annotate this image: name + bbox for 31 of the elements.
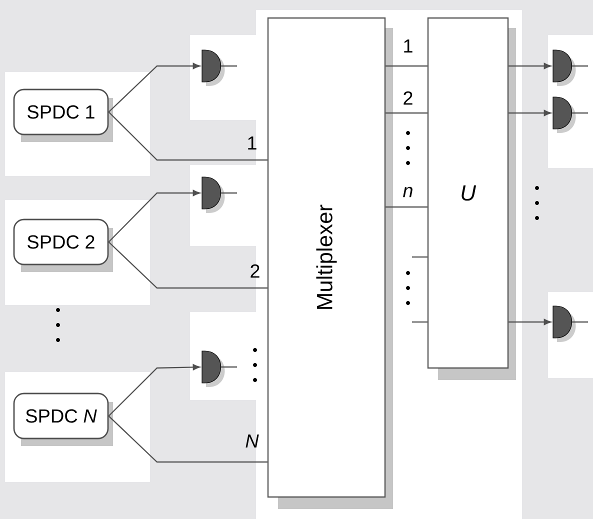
connector-line xyxy=(412,321,428,323)
detector-symbol xyxy=(552,306,588,342)
detector-symbol xyxy=(202,50,237,86)
detector-symbol xyxy=(552,96,588,133)
connector-line xyxy=(108,112,268,161)
connector-line xyxy=(386,65,428,67)
arrow xyxy=(508,318,552,326)
arrow xyxy=(508,62,552,70)
source-box: SPDC 2 xyxy=(13,218,113,272)
detector-symbol xyxy=(202,350,237,387)
multiplexer-box: Multiplexer xyxy=(267,17,393,509)
arrow xyxy=(108,190,200,242)
arrow xyxy=(508,110,552,116)
connector-line xyxy=(386,206,428,208)
edge-label: 2 xyxy=(404,91,412,105)
connector-line xyxy=(412,256,428,258)
connector-line xyxy=(386,112,428,114)
edge-label: 2 xyxy=(250,264,260,278)
source-box: SPDC N xyxy=(13,392,113,446)
edge-label: 1 xyxy=(248,136,256,150)
detector-symbol xyxy=(202,176,237,213)
edge-label: N xyxy=(246,434,259,448)
source-box: SPDC 1 xyxy=(13,88,113,142)
detector-symbol xyxy=(552,50,588,86)
connector-line xyxy=(108,416,268,463)
edge-label: n xyxy=(403,186,412,198)
unitary-box: U xyxy=(427,17,516,380)
arrow xyxy=(108,62,200,112)
arrow xyxy=(108,364,200,416)
connector-line xyxy=(108,242,268,289)
edge-label: 1 xyxy=(404,39,412,53)
